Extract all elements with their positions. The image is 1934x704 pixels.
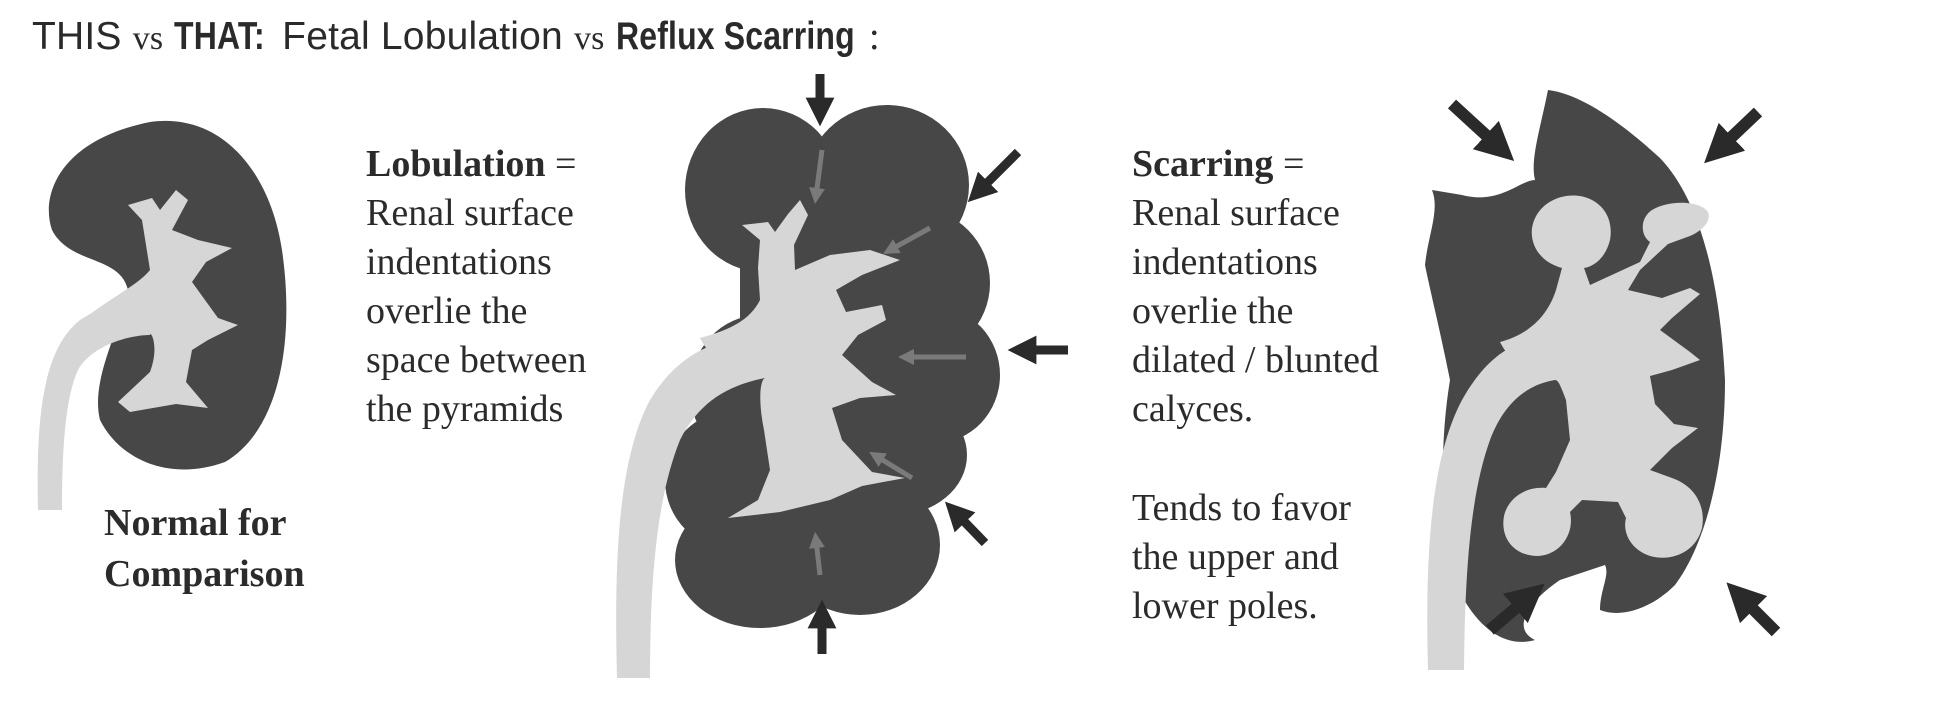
scarring-heading: Scarring = [1132,140,1379,189]
lobulation-term: Lobulation [366,143,546,185]
lobulation-line: overlie the [366,290,528,332]
normal-caption-line-2: Comparison [104,553,305,595]
normal-ureter [37,302,150,510]
lobulation-line: indentations [366,241,552,283]
scarring-term: Scarring [1132,143,1274,185]
title-vs-2: vs [573,20,605,57]
scarred-kidney [1420,90,1781,670]
lobulation-inner-arrow-2 [882,225,932,254]
normal-renal-pelvis [80,190,238,412]
title-this: THIS [32,15,122,58]
scarred-calyceal-system [1500,195,1709,558]
title-that: THAT: [174,15,266,58]
scarring-arrow-lower-right [1726,582,1781,637]
scarring-arrow-lower-left [1486,583,1545,635]
title-topic-a: Fetal Lobulation [282,15,563,58]
scarring-line: dilated / blunted [1132,339,1379,381]
diagram-title: THIS vs THAT: Fetal Lobulation vs Reflux… [32,14,880,59]
lobulation-inner-arrow-1 [809,149,825,204]
scarring-line: indentations [1132,241,1318,283]
scarred-kidney-upper-notch [1420,100,1527,190]
lobulation-equals: = [555,143,577,185]
lobulated-kidney [616,74,1068,678]
lobulated-ureter [616,335,765,678]
title-vs-1: vs [132,20,164,57]
lobulation-line: Renal surface [366,192,574,234]
title-colon: : [868,15,880,58]
scarring-arrow-upper-left [1447,99,1515,161]
normal-caption: Normal for Comparison [104,498,305,600]
scarring-line: Renal surface [1132,192,1340,234]
scarring-line: calyces. [1132,388,1254,430]
normal-caption-line-1: Normal for [104,502,287,544]
scarring-note: Tends to favor the upper and lower poles… [1132,484,1351,631]
lobulation-heading: Lobulation = [366,140,587,189]
title-topic-b: Reflux Scarring [615,15,855,58]
scarring-note-line: lower poles. [1132,585,1318,627]
lobulation-line: the pyramids [366,388,564,430]
scarring-equals: = [1282,143,1305,185]
lobulation-inner-arrow-4 [869,451,914,481]
scarring-line: overlie the [1132,290,1294,332]
scarred-ureter [1427,338,1555,670]
lobulation-definition: Lobulation = Renal surface indentations … [366,140,587,434]
lobulated-renal-pelvis [700,200,905,518]
lobulation-inner-arrow-5 [808,532,825,576]
normal-kidney [37,120,287,510]
lobulation-arrow-lower-right [944,501,989,547]
scarring-note-line: Tends to favor [1132,487,1351,529]
lobulation-line: space between [366,339,587,381]
lobulation-arrow-upper-right [967,148,1022,203]
scarring-note-line: the upper and [1132,536,1339,578]
scarring-definition: Scarring = Renal surface indentations ov… [1132,140,1379,434]
scarring-arrow-upper-right [1704,107,1763,164]
